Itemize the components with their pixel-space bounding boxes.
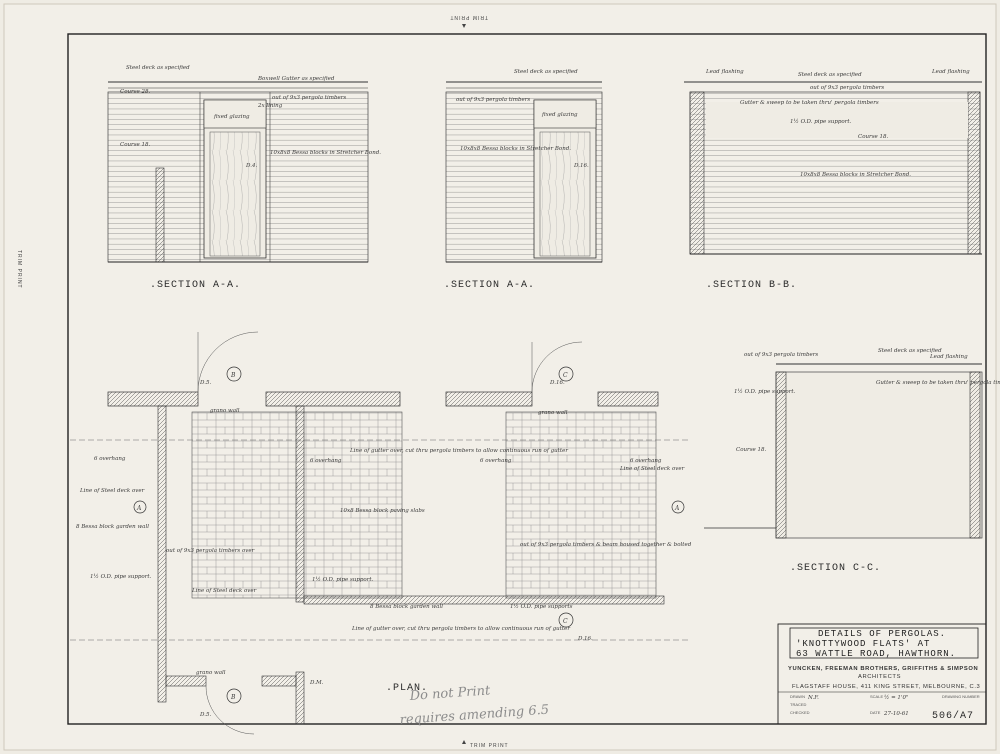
sheet-border xyxy=(67,33,987,725)
svg-text:Line of gutter over, cut thru: Line of gutter over, cut thru pergola ti… xyxy=(351,626,570,632)
section-aa-right: Steel deck as specified out of 9x3 pergo… xyxy=(444,69,603,291)
svg-text:fixed glazing: fixed glazing xyxy=(213,114,250,120)
svg-text:D.16.: D.16. xyxy=(549,380,565,386)
svg-text:A: A xyxy=(674,505,680,512)
svg-text:C: C xyxy=(563,618,568,625)
trim-print-top: TRIM PRINT xyxy=(449,14,488,28)
svg-text:D.5.: D.5. xyxy=(199,712,211,718)
svg-text:Gutter & sweep to be taken thr: Gutter & sweep to be taken thru' pergola… xyxy=(876,380,1000,386)
svg-text:out of 9x3 pergola timbers: out of 9x3 pergola timbers xyxy=(744,352,818,358)
svg-text:Lead flashing: Lead flashing xyxy=(931,69,970,75)
svg-text:Lead flashing: Lead flashing xyxy=(929,354,968,360)
svg-text:27-10-61: 27-10-61 xyxy=(883,711,909,717)
svg-text:grano wall: grano wall xyxy=(210,408,240,414)
svg-text:8 Bessa block garden wall: 8 Bessa block garden wall xyxy=(76,524,149,530)
svg-text:Steel deck as specified: Steel deck as specified xyxy=(878,348,942,354)
svg-text:6 overhang: 6 overhang xyxy=(480,458,512,464)
svg-text:C: C xyxy=(563,372,568,379)
svg-text:D.4.: D.4. xyxy=(245,163,257,169)
svg-text:Steel deck as specified: Steel deck as specified xyxy=(798,72,862,78)
svg-text:TRACED: TRACED xyxy=(790,702,807,707)
svg-text:Line of Steel deck over: Line of Steel deck over xyxy=(619,466,685,472)
svg-text:2x lining: 2x lining xyxy=(257,103,283,109)
svg-text:10x8x8 Bessa blocks in Stretch: 10x8x8 Bessa blocks in Stretcher Bond. xyxy=(460,146,571,152)
section-bb-title: .SECTION B-B. xyxy=(706,280,797,291)
trim-print-bottom: TRIM PRINT xyxy=(462,740,509,749)
svg-text:N.F.: N.F. xyxy=(807,695,819,701)
svg-text:8 Bessa block garden wall: 8 Bessa block garden wall xyxy=(370,604,443,610)
section-bb: Lead flashing Steel deck as specified Le… xyxy=(684,69,982,291)
svg-text:Gutter & sweep to be taken thr: Gutter & sweep to be taken thru' pergola… xyxy=(740,100,879,106)
section-aa-left: Steel deck as specified Boxwell Gutter a… xyxy=(107,65,381,291)
svg-text:DRAWN: DRAWN xyxy=(790,694,805,699)
svg-text:out of 9x3 pergola timbers & b: out of 9x3 pergola timbers & beam housed… xyxy=(520,542,692,548)
svg-text:1½ O.D. pipe support.: 1½ O.D. pipe support. xyxy=(312,576,374,583)
svg-text:grano wall: grano wall xyxy=(196,670,226,676)
drawing-title: DETAILS OF PERGOLAS. xyxy=(818,629,946,639)
svg-text:SCALE: SCALE xyxy=(870,694,883,699)
svg-text:Course 18.: Course 18. xyxy=(736,447,767,453)
trim-print-left: TRIM PRINT xyxy=(16,250,22,289)
svg-text:Course 28.: Course 28. xyxy=(120,89,151,95)
svg-text:CHECKED: CHECKED xyxy=(790,710,810,715)
svg-text:FLAGSTAFF HOUSE, 411 KING STRE: FLAGSTAFF HOUSE, 411 KING STREET, MELBOU… xyxy=(792,684,980,690)
svg-text:Steel deck as specified: Steel deck as specified xyxy=(126,65,190,71)
svg-text:TRIM PRINT: TRIM PRINT xyxy=(449,14,488,20)
svg-text:Course 18.: Course 18. xyxy=(120,142,151,148)
svg-text:out of 9x3 pergola timbers: out of 9x3 pergola timbers xyxy=(456,97,530,103)
svg-text:B: B xyxy=(230,694,236,701)
plan-title: .PLAN. xyxy=(386,683,428,694)
svg-text:grano wall: grano wall xyxy=(538,410,568,416)
svg-text:B: B xyxy=(230,372,236,379)
svg-text:DRAWING NUMBER: DRAWING NUMBER xyxy=(942,694,980,699)
sheet-number: 506/A7 xyxy=(932,710,974,722)
svg-text:D.M.: D.M. xyxy=(309,680,324,686)
svg-text:D.16.: D.16. xyxy=(573,163,589,169)
svg-text:fixed glazing: fixed glazing xyxy=(541,112,578,118)
svg-text:Steel deck as specified: Steel deck as specified xyxy=(514,69,578,75)
svg-text:TRIM PRINT: TRIM PRINT xyxy=(470,743,509,749)
svg-text:6 overhang: 6 overhang xyxy=(310,458,342,464)
svg-text:½ = 1'0": ½ = 1'0" xyxy=(884,694,908,701)
section-aa-1-title: .SECTION A-A. xyxy=(150,280,241,291)
svg-text:TRIM PRINT: TRIM PRINT xyxy=(16,250,22,289)
svg-text:DATE: DATE xyxy=(870,710,881,715)
title-block: DETAILS OF PERGOLAS. 'KNOTTYWOOD FLATS' … xyxy=(777,623,987,725)
svg-text:A: A xyxy=(136,505,142,512)
svg-text:Line of Steel deck over: Line of Steel deck over xyxy=(79,488,145,494)
svg-text:out of 9x3 pergola timbers: out of 9x3 pergola timbers xyxy=(810,85,884,91)
svg-text:1½ O.D. pipe support.: 1½ O.D. pipe support. xyxy=(790,118,852,125)
section-aa-2-title: .SECTION A-A. xyxy=(444,280,535,291)
svg-text:D.16.: D.16. xyxy=(577,636,593,642)
svg-text:63 WATTLE ROAD, HAWTHORN.: 63 WATTLE ROAD, HAWTHORN. xyxy=(796,649,956,659)
svg-text:1½ O.D. pipe supports: 1½ O.D. pipe supports xyxy=(510,603,573,610)
svg-text:out of 9x3 pergola timbers ove: out of 9x3 pergola timbers over xyxy=(166,548,255,554)
architect-firm: YUNCKEN, FREEMAN BROTHERS, GRIFFITHS & S… xyxy=(788,666,978,672)
plan-view: B C B C A A D.5. D.16. grano wall grano … xyxy=(70,331,692,735)
section-cc-title: .SECTION C-C. xyxy=(790,563,881,574)
svg-text:Boxwell Gutter as specified: Boxwell Gutter as specified xyxy=(257,76,335,82)
svg-text:6 overhang: 6 overhang xyxy=(94,456,126,462)
svg-text:Course 18.: Course 18. xyxy=(858,134,889,140)
svg-text:10x8x8 Bessa blocks in Stretch: 10x8x8 Bessa blocks in Stretcher Bond. xyxy=(800,172,911,178)
svg-text:out of 9x3 pergola timbers: out of 9x3 pergola timbers xyxy=(272,95,346,101)
svg-text:1½ O.D. pipe support.: 1½ O.D. pipe support. xyxy=(734,388,796,395)
svg-text:10x8 Bessa block paving slabs: 10x8 Bessa block paving slabs xyxy=(340,508,425,514)
svg-text:10x8x8 Bessa blocks in Stretch: 10x8x8 Bessa blocks in Stretcher Bond. xyxy=(270,150,381,156)
svg-text:Do not Print: Do not Print xyxy=(408,683,491,704)
svg-text:Lead flashing: Lead flashing xyxy=(705,69,744,75)
svg-text:Line of gutter over, cut thru: Line of gutter over, cut thru pergola ti… xyxy=(349,448,568,454)
svg-text:Line of Steel deck over: Line of Steel deck over xyxy=(191,588,257,594)
svg-text:1½ O.D. pipe support.: 1½ O.D. pipe support. xyxy=(90,573,152,580)
svg-text:D.5.: D.5. xyxy=(199,380,211,386)
section-cc: out of 9x3 pergola timbers Steel deck as… xyxy=(704,348,1000,574)
svg-text:ARCHITECTS: ARCHITECTS xyxy=(858,674,901,680)
svg-text:6 overhang: 6 overhang xyxy=(630,458,662,464)
svg-text:'KNOTTYWOOD FLATS' AT: 'KNOTTYWOOD FLATS' AT xyxy=(796,639,930,649)
